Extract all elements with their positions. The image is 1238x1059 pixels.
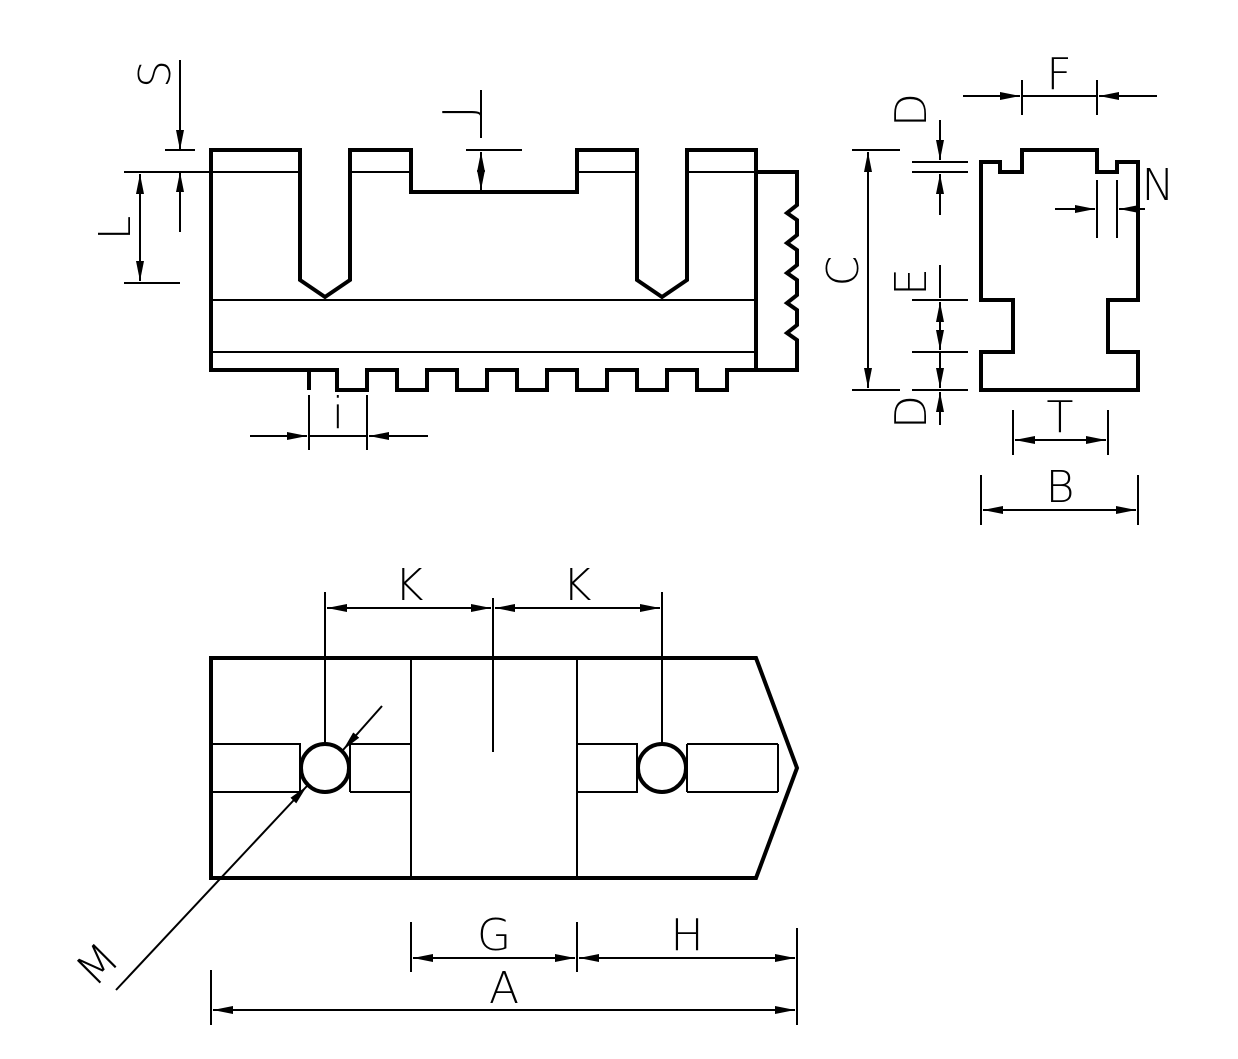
label-l: L xyxy=(90,216,141,241)
top-view-outline xyxy=(209,656,800,880)
dimension-f: F xyxy=(963,49,1157,115)
side-view-outline xyxy=(979,148,1140,392)
top-view-slot-left xyxy=(211,743,411,793)
dimension-n: N xyxy=(1055,160,1174,238)
dimension-s: S xyxy=(130,60,195,232)
side-view xyxy=(979,148,1140,392)
label-g: G xyxy=(477,910,511,961)
dimension-j: J xyxy=(434,90,522,190)
label-s: S xyxy=(130,60,181,88)
dimension-h: H xyxy=(579,910,798,1025)
label-h: H xyxy=(670,910,703,961)
dimension-t: T xyxy=(1012,392,1109,455)
label-d-top: D xyxy=(886,93,937,127)
dimension-d-top: D xyxy=(886,93,968,215)
label-n: N xyxy=(1142,160,1175,211)
top-view xyxy=(209,598,800,880)
label-j: J xyxy=(434,106,485,119)
dimension-b: B xyxy=(980,462,1139,525)
dimension-a: A xyxy=(210,963,795,1025)
front-view-serration-end xyxy=(756,170,799,372)
front-view xyxy=(209,148,799,392)
label-a: A xyxy=(489,963,519,1014)
label-b: B xyxy=(1046,462,1075,513)
label-i: i xyxy=(332,388,344,439)
dimension-c: C xyxy=(818,149,900,391)
dimension-e: E xyxy=(886,265,968,353)
label-c: C xyxy=(818,256,869,287)
dimension-i: i xyxy=(250,388,428,450)
dimension-m: M xyxy=(66,705,383,996)
label-d-bottom: D xyxy=(886,395,937,429)
dimension-l: L xyxy=(90,171,211,284)
dimension-d-bottom: D xyxy=(886,352,968,429)
label-t: T xyxy=(1047,392,1074,443)
label-e: E xyxy=(886,268,937,296)
dimension-k: K K xyxy=(324,560,663,744)
front-view-outline xyxy=(209,148,758,392)
label-k-right: K xyxy=(563,560,592,611)
label-f: F xyxy=(1046,49,1071,100)
top-view-hole-left xyxy=(299,742,351,794)
dimension-g: G xyxy=(410,910,578,972)
top-view-hole-right xyxy=(636,742,688,794)
label-k-left: K xyxy=(395,560,424,611)
